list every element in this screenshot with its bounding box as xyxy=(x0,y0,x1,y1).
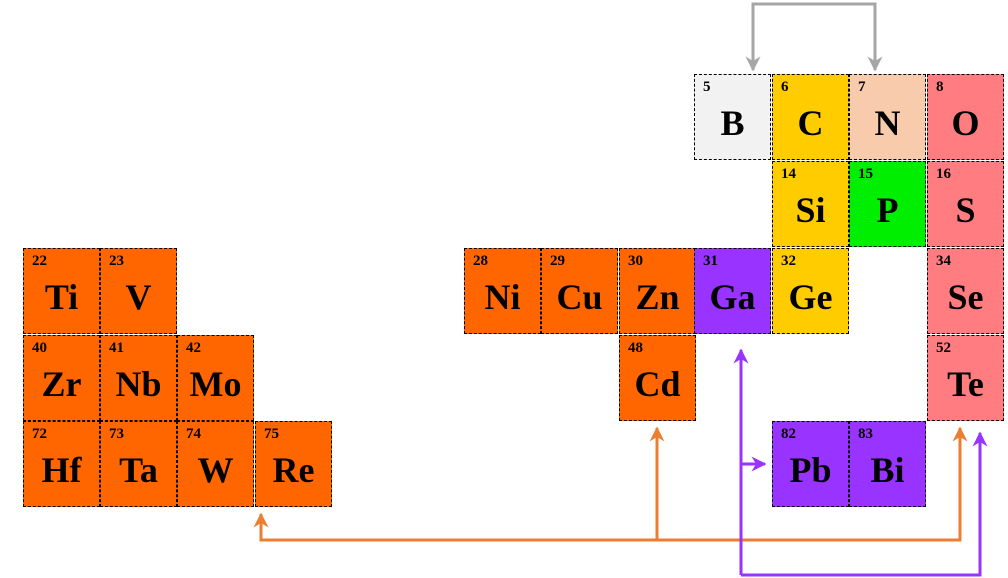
element-symbol: Re xyxy=(272,450,315,490)
element-symbol: Ge xyxy=(788,277,833,317)
element-symbol: Hf xyxy=(41,450,82,490)
element-symbol: Cd xyxy=(634,364,681,404)
atomic-number: 73 xyxy=(109,426,124,442)
element-symbol: Cu xyxy=(556,277,603,317)
atomic-number: 16 xyxy=(936,166,951,182)
atomic-number: 7 xyxy=(858,79,866,95)
element-symbol: N xyxy=(874,103,901,143)
element-symbol: Te xyxy=(947,364,984,404)
atomic-number: 83 xyxy=(858,426,873,442)
element-symbol: V xyxy=(125,277,152,317)
atomic-number: 28 xyxy=(473,253,488,269)
atomic-number: 22 xyxy=(32,253,47,269)
atomic-number: 8 xyxy=(936,79,944,95)
atomic-number: 23 xyxy=(109,253,124,269)
atomic-number: 41 xyxy=(109,340,124,356)
element-symbol: Bi xyxy=(870,450,905,490)
element-symbol: Zr xyxy=(41,364,82,404)
atomic-number: 6 xyxy=(781,79,789,95)
atomic-number: 5 xyxy=(703,79,711,95)
element-symbol: Ga xyxy=(709,277,756,317)
element-symbol: Ti xyxy=(44,277,79,317)
element-symbol: S xyxy=(955,190,976,230)
element-symbol: Ta xyxy=(119,450,158,490)
element-symbol: W xyxy=(197,450,234,490)
element-symbol: C xyxy=(797,103,824,143)
atomic-number: 30 xyxy=(628,253,643,269)
atomic-number: 74 xyxy=(186,426,201,442)
element-symbol: Nb xyxy=(115,364,162,404)
atomic-number: 14 xyxy=(781,166,796,182)
atomic-number: 48 xyxy=(628,340,643,356)
orange-arrow-to-re xyxy=(253,512,657,542)
element-symbol: Zn xyxy=(635,277,680,317)
element-symbol: Mo xyxy=(189,364,242,404)
gray-arrow-to-n xyxy=(812,2,883,72)
element-symbol: Pb xyxy=(789,450,832,490)
element-symbol: O xyxy=(951,103,980,143)
atomic-number: 40 xyxy=(32,340,47,356)
purple-arrow-to-te xyxy=(741,431,988,577)
element-symbol: Si xyxy=(795,190,826,230)
atomic-number: 15 xyxy=(858,166,873,182)
atomic-number: 75 xyxy=(264,426,279,442)
atomic-number: 82 xyxy=(781,426,796,442)
atomic-number: 42 xyxy=(186,340,201,356)
gray-arrow-to-b xyxy=(745,2,812,72)
atomic-number: 34 xyxy=(936,253,951,269)
atomic-number: 72 xyxy=(32,426,47,442)
atomic-number: 52 xyxy=(936,340,951,356)
atomic-number: 31 xyxy=(703,253,718,269)
element-symbol: B xyxy=(720,103,745,143)
element-symbol: Ni xyxy=(484,277,521,317)
atomic-number: 32 xyxy=(781,253,796,269)
element-symbol: P xyxy=(876,190,899,230)
atomic-number: 29 xyxy=(550,253,565,269)
element-symbol: Se xyxy=(947,277,984,317)
orange-arrow-to-te xyxy=(657,426,968,542)
